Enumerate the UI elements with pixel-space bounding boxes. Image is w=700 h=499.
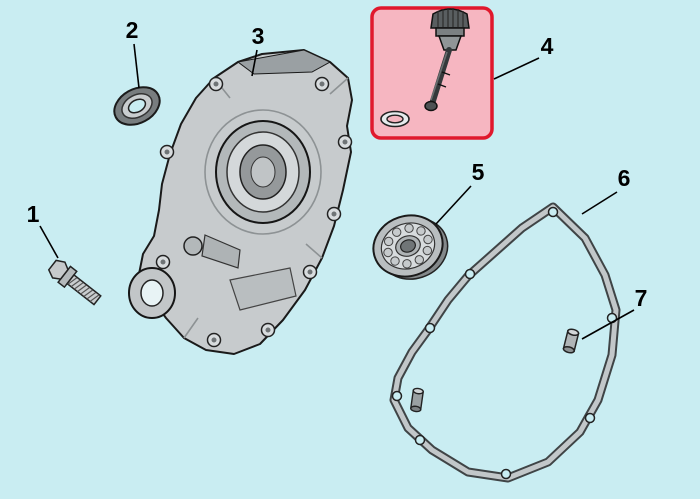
leader-line-5 bbox=[435, 185, 472, 225]
part-oil-dipstick[interactable] bbox=[380, 8, 470, 128]
part-flange-bolt[interactable] bbox=[46, 257, 103, 308]
part-label-2[interactable]: 2 bbox=[126, 17, 139, 43]
leader-line-6 bbox=[581, 191, 618, 215]
gasket-bolt-holes bbox=[391, 206, 618, 480]
part-label-6[interactable]: 6 bbox=[618, 165, 631, 191]
leader-lines bbox=[39, 43, 635, 340]
leader-line-2 bbox=[133, 43, 140, 89]
part-dowel-pin-2 bbox=[410, 387, 424, 413]
cover-lower-boss bbox=[128, 267, 176, 319]
selected-part-highlight[interactable] bbox=[370, 6, 494, 140]
part-label-7[interactable]: 7 bbox=[635, 285, 648, 311]
leader-line-7 bbox=[581, 309, 635, 340]
part-dowel-pin[interactable] bbox=[562, 328, 580, 354]
part-crankcase-cover[interactable] bbox=[128, 49, 353, 355]
part-label-5[interactable]: 5 bbox=[472, 159, 485, 185]
cover-bolt-holes bbox=[155, 76, 353, 348]
part-label-1[interactable]: 1 bbox=[27, 201, 40, 227]
part-ball-bearing[interactable] bbox=[365, 205, 455, 289]
part-seal-washer[interactable] bbox=[108, 80, 166, 133]
dipstick-o-ring bbox=[380, 110, 410, 128]
part-cover-gasket[interactable] bbox=[389, 202, 621, 483]
part-label-3[interactable]: 3 bbox=[252, 23, 265, 49]
leader-line-1 bbox=[39, 225, 59, 259]
leader-line-3 bbox=[251, 49, 258, 77]
leader-line-4 bbox=[493, 57, 540, 80]
part-label-4[interactable]: 4 bbox=[541, 33, 554, 59]
